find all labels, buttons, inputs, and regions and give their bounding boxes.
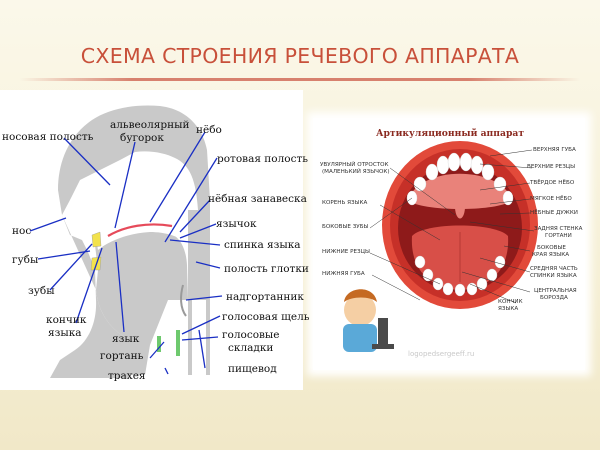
label-alveolar-1: альвеолярный (110, 119, 189, 131)
title-underline (20, 78, 580, 81)
label-central-groove-2: БОРОЗДА (540, 295, 568, 301)
right-diagram-pointers (369, 149, 535, 304)
open-mouth-illustration: Артикуляционный аппарат (376, 128, 538, 309)
label-tongue: язык (112, 333, 140, 345)
label-hard-palate: ТВЁРДОЕ НЁБО (529, 179, 575, 186)
right-diagram-title: Артикуляционный аппарат (376, 128, 524, 139)
left-diagram-labels: носовая полость альвеолярный бугорок нёб… (2, 119, 310, 382)
watermark: logopedsergeeff.ru (408, 350, 474, 358)
label-uvula: язычок (216, 218, 257, 230)
label-throat-wall-1: ЗАДНЯЯ СТЕНКА (534, 226, 583, 232)
label-uvula-2: (МАЛЕНЬКИЙ ЯЗЫЧОК) (322, 168, 390, 175)
label-nose: нос (12, 225, 31, 237)
label-tongue-edges-1: БОКОВЫЕ (537, 245, 566, 251)
label-soft-palate: нёбная занавеска (208, 193, 307, 205)
label-lower-teeth: НИЖНИЕ РЕЗЦЫ (322, 249, 370, 255)
label-uvula-1: УВУЛЯРНЫЙ ОТРОСТОК (320, 161, 389, 168)
label-throat-wall-2: ГОРТАНИ (545, 233, 572, 239)
label-esophagus: пищевод (228, 363, 277, 375)
label-lower-lip: НИЖНЯЯ ГУБА (322, 271, 365, 277)
label-central-groove-1: ЦЕНТРАЛЬНАЯ (534, 288, 577, 294)
label-upper-lip: ВЕРХНЯЯ ГУБА (533, 147, 576, 153)
label-palate: нёбо (196, 124, 222, 136)
label-tongue-back: спинка языка (224, 239, 301, 251)
label-tongue-mid-1: СРЕДНЯЯ ЧАСТЬ (530, 266, 578, 272)
label-vocal-folds-1: голосовые (222, 329, 280, 341)
label-palatine-arches: НЁБНЫЕ ДУЖКИ (530, 209, 578, 216)
label-upper-teeth: ВЕРХНИЕ РЕЗЦЫ (527, 164, 575, 170)
right-diagram-labels: УВУЛЯРНЫЙ ОТРОСТОК (МАЛЕНЬКИЙ ЯЗЫЧОК) КО… (320, 147, 583, 358)
label-trachea: трахея (108, 370, 146, 382)
label-tongue-tip-1: кончик (46, 314, 87, 326)
label-tongue-mid-2: СПИНКИ ЯЗЫКА (530, 273, 577, 279)
label-tongue-tip-r-2: ЯЗЫКА (498, 306, 518, 312)
label-nasal-cavity: носовая полость (2, 131, 94, 143)
label-teeth: зубы (28, 285, 55, 297)
label-epiglottis: надгортанник (226, 291, 304, 303)
label-alveolar-2: бугорок (120, 132, 164, 144)
boy-with-microscope-illustration (343, 289, 394, 352)
label-tongue-tip-2: языка (48, 327, 82, 339)
label-oral-cavity: ротовая полость (217, 153, 308, 165)
label-tongue-root: КОРЕНЬ ЯЗЫКА (322, 200, 367, 206)
label-pharynx: полость глотки (224, 263, 309, 275)
slide-title: СХЕМА СТРОЕНИЯ РЕЧЕВОГО АППАРАТА (80, 44, 520, 68)
label-soft-palate: МЯГКОЕ НЁБО (530, 195, 572, 202)
label-vocal-folds-2: складки (228, 342, 273, 354)
label-lips: губы (12, 254, 38, 266)
label-glottis: голосовая щель (222, 311, 310, 323)
label-larynx: гортань (100, 350, 144, 362)
label-side-teeth: БОКОВЫЕ ЗУБЫ (322, 224, 369, 230)
left-diagram-pointers (29, 131, 223, 375)
label-tongue-tip-r-1: КОНЧИК (498, 299, 523, 305)
label-tongue-edges-2: КРАЯ ЯЗЫКА (532, 252, 569, 258)
